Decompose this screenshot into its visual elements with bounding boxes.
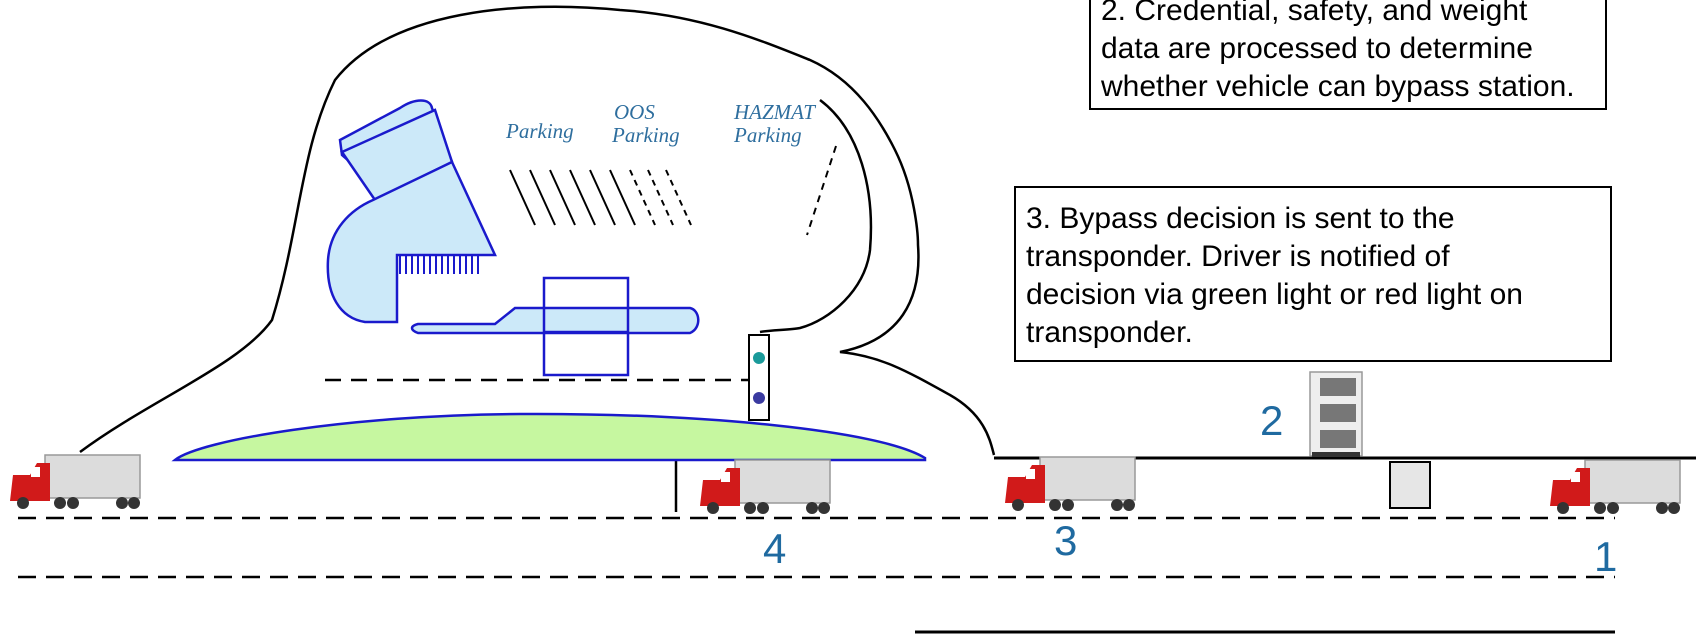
truck-icon	[700, 459, 831, 514]
callout-step-2: 2. Credential, safety, and weight data a…	[1089, 0, 1607, 110]
callout-line: 3. Bypass decision is sent to the	[1026, 202, 1455, 235]
scale-lane	[410, 306, 700, 335]
signal-light	[748, 334, 770, 421]
station-boundary	[79, 5, 996, 456]
oos-parking-stripes	[629, 169, 692, 226]
parking-stripes	[509, 169, 636, 226]
callout-line: 2. Credential, safety, and weight	[1101, 0, 1528, 27]
position-number-3: 3	[1054, 517, 1078, 564]
roadside-reader-icon	[1309, 371, 1363, 457]
parking-label: Parking	[506, 119, 574, 143]
pavement-sensor	[1389, 461, 1431, 509]
inspection-building	[326, 99, 497, 324]
truck-icon	[1005, 456, 1136, 511]
oos-parking-label: Parking	[612, 123, 680, 147]
callout-line: whether vehicle can bypass station.	[1101, 70, 1575, 103]
building-comb	[398, 254, 485, 274]
inner-curve	[759, 99, 873, 334]
position-number-1: 1	[1594, 533, 1618, 580]
callout-line: transponder.	[1026, 316, 1193, 349]
callout-line: data are processed to determine	[1101, 32, 1533, 65]
truck-icon	[10, 454, 141, 509]
hazmat-label: HAZMAT	[734, 100, 815, 124]
callout-line: decision via green light or red light on	[1026, 278, 1523, 311]
position-number-2: 2	[1260, 397, 1284, 444]
oos-label: OOS	[614, 100, 655, 124]
median-island	[171, 412, 927, 462]
truck-icon	[1550, 459, 1681, 514]
callout-line: transponder. Driver is notified of	[1026, 240, 1450, 273]
callout-step-3: 3. Bypass decision is sent to the transp…	[1014, 186, 1612, 362]
hazmat-parking-label: Parking	[734, 123, 802, 147]
position-number-4: 4	[763, 525, 787, 572]
scale-booth	[542, 276, 630, 377]
hazmat-parking-stripe	[806, 145, 837, 236]
